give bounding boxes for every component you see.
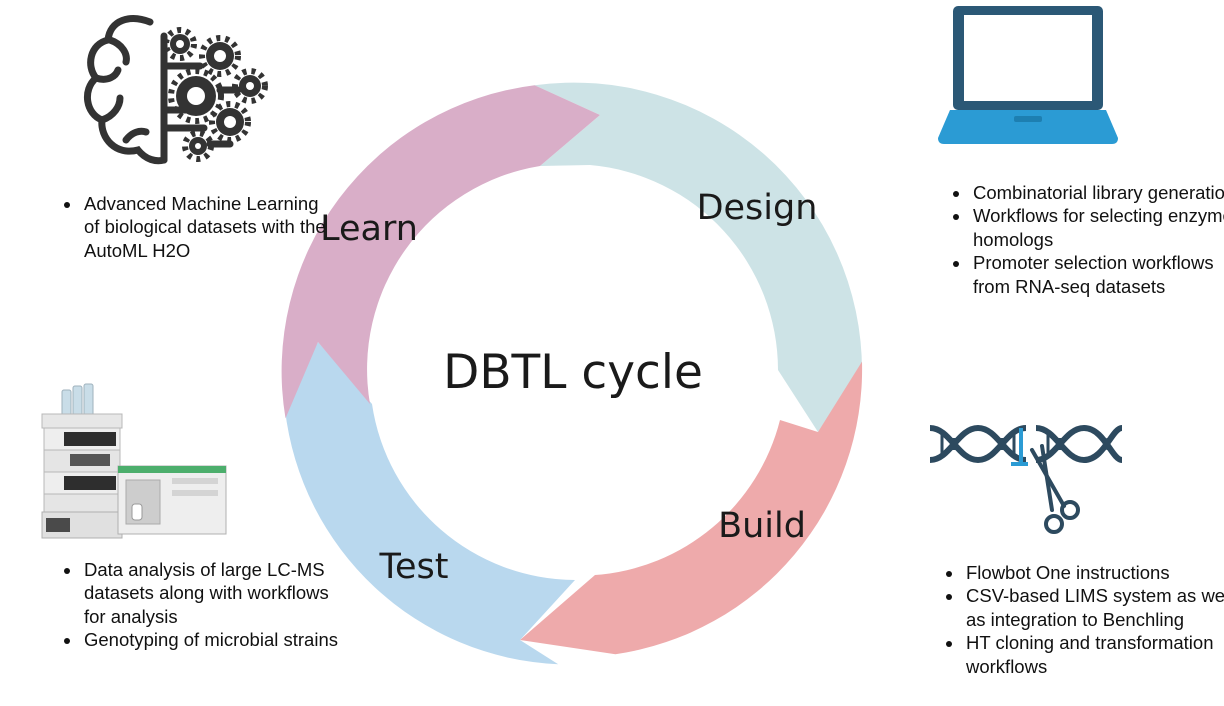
test-bullet-item: Data analysis of large LC-MS datasets al…: [82, 558, 347, 628]
build-bullet-item: CSV-based LIMS system as well as integra…: [964, 584, 1224, 631]
design-bullet-item: Workflows for selecting enzyme homologs: [971, 204, 1224, 251]
test-arrow: [285, 342, 575, 665]
stage-label-build: Build: [718, 506, 806, 546]
build-bullet-item: HT cloning and transformation workflows: [964, 631, 1224, 678]
build-bullet-list: Flowbot One instructions CSV-based LIMS …: [942, 561, 1224, 678]
stage-label-test: Test: [379, 547, 449, 587]
design-bullet-item: Promoter selection workflows from RNA-se…: [971, 251, 1224, 298]
design-bullet-list: Combinatorial library generation Workflo…: [949, 181, 1224, 298]
build-arrow: [520, 361, 863, 655]
build-bullet-item: Flowbot One instructions: [964, 561, 1224, 584]
test-bullet-list: Data analysis of large LC-MS datasets al…: [60, 558, 347, 652]
learn-bullet-list: Advanced Machine Learning of biological …: [60, 192, 327, 262]
design-arrow: [534, 82, 863, 432]
dna-scissors-icon: [929, 424, 1124, 534]
lc-ms-instrument-icon: [41, 383, 227, 539]
stage-label-learn: Learn: [320, 209, 418, 249]
laptop-icon: [938, 6, 1118, 144]
design-bullet-item: Combinatorial library generation: [971, 181, 1224, 204]
center-label: DBTL cycle: [443, 345, 703, 400]
learn-bullet-item: Advanced Machine Learning of biological …: [82, 192, 327, 262]
learn-arrow: [281, 85, 600, 419]
test-bullet-item: Genotyping of microbial strains: [82, 628, 347, 651]
brain-gears-icon: [84, 15, 268, 165]
stage-label-design: Design: [697, 188, 818, 228]
